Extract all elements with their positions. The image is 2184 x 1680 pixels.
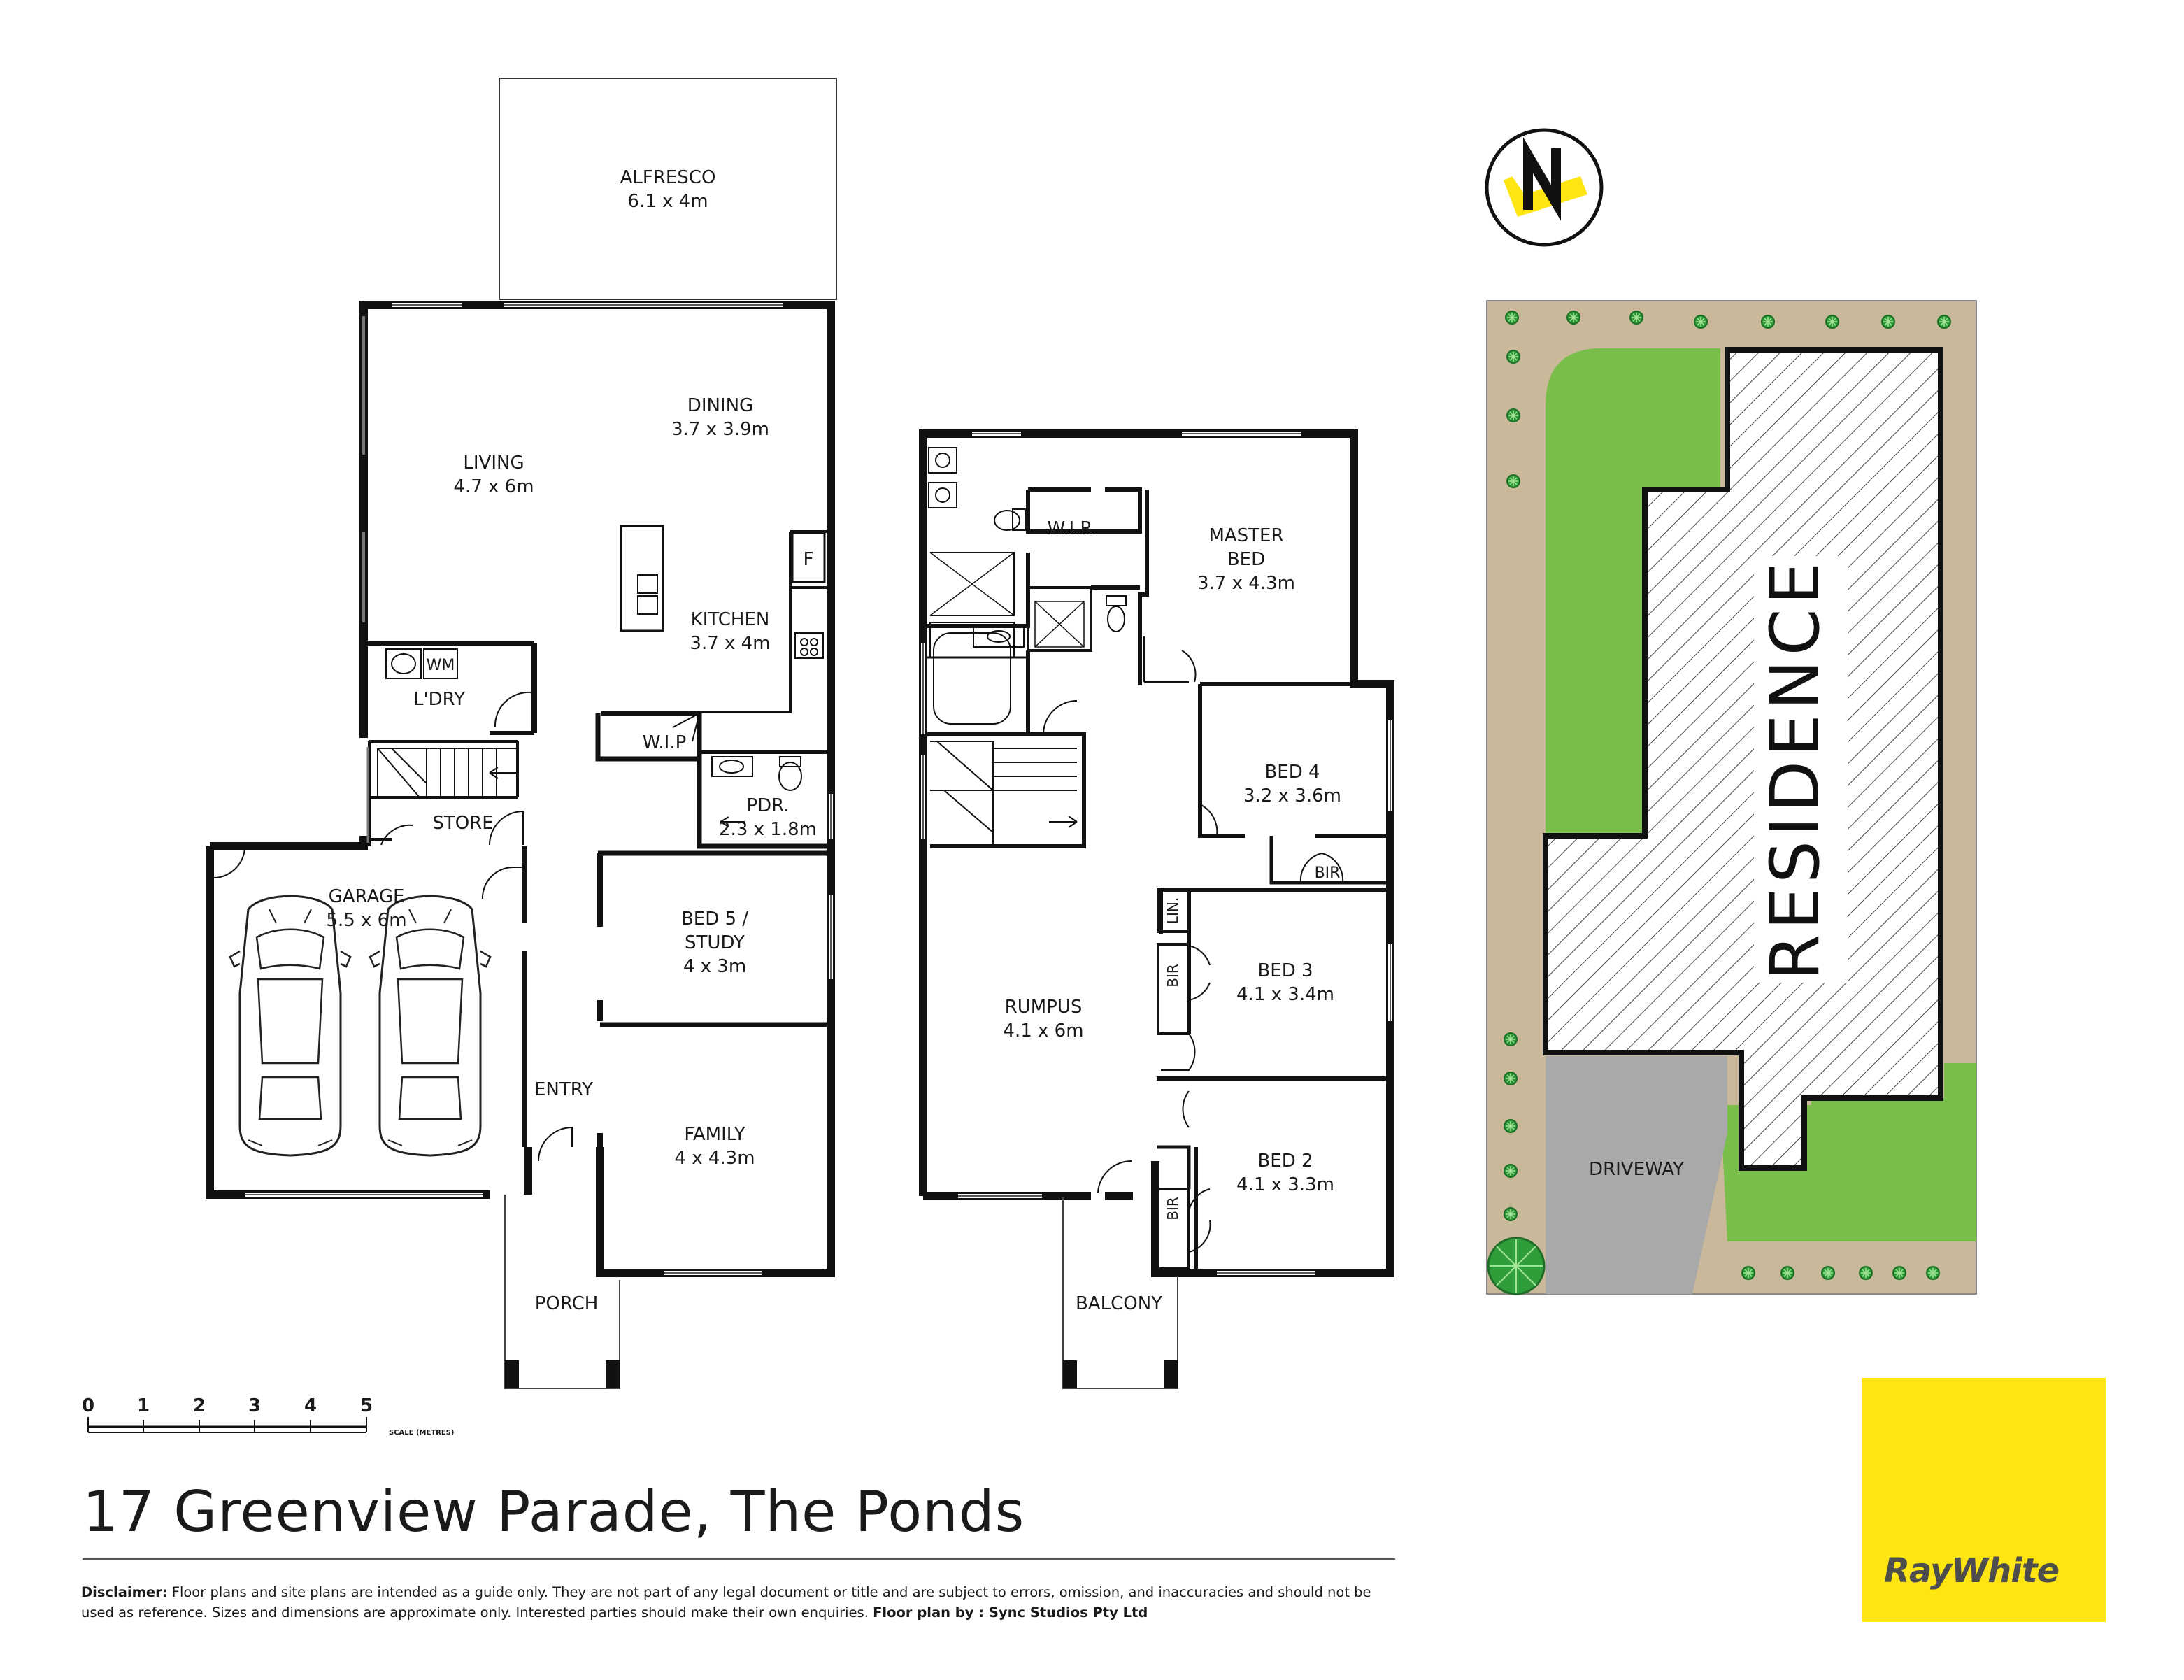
washing-machine-label: WM (427, 657, 455, 674)
bed4-size: 3.2 x 3.6m (1243, 785, 1341, 806)
porch-label: PORCH (535, 1293, 599, 1314)
first-floor-plan (919, 429, 1394, 1389)
bed3-label: BED 3 (1257, 960, 1313, 981)
kitchen-label: KITCHEN (691, 609, 770, 630)
scale-tick-2: 2 (193, 1395, 206, 1416)
kitchen-island (620, 525, 664, 632)
rumpus-size: 4.1 x 6m (1003, 1020, 1083, 1041)
wir-label: W.I.R (1048, 518, 1093, 539)
powder-label: PDR. (746, 795, 789, 816)
ground-floor-labels: ALFRESCO 6.1 x 4m DINING 3.7 x 3.9m LIVI… (326, 167, 817, 1314)
large-tree (1487, 1237, 1546, 1295)
rumpus-label: RUMPUS (1005, 997, 1083, 1018)
garage-size: 5.5 x 6m (326, 910, 406, 931)
scale-tick-0: 0 (82, 1395, 94, 1416)
raywhite-logo: RayWhite (1862, 1378, 2106, 1622)
family-label: FAMILY (684, 1124, 745, 1145)
bed3-robe-label: BIR (1164, 964, 1181, 988)
ground-floor-plan (206, 78, 837, 1389)
bed4-robe-label: BIR (1315, 864, 1341, 882)
scale-tick-1: 1 (137, 1395, 150, 1416)
bed5-size: 4 x 3m (683, 956, 746, 977)
bed4-label: BED 4 (1264, 762, 1320, 783)
kitchen-size: 3.7 x 4m (690, 633, 770, 654)
disclaimer-label: Disclaimer: (81, 1584, 168, 1600)
laundry-label: L'DRY (413, 689, 465, 710)
living-size: 4.7 x 6m (453, 476, 534, 497)
master-bed-label: BED (1227, 549, 1265, 570)
entry-label: ENTRY (534, 1079, 593, 1100)
bed2-size: 4.1 x 3.3m (1236, 1174, 1334, 1195)
alfresco-label: ALFRESCO (620, 167, 716, 188)
master-size: 3.7 x 4.3m (1197, 573, 1295, 594)
alfresco-outline (499, 78, 837, 300)
scale-tick-4: 4 (304, 1395, 317, 1416)
master-label: MASTER (1208, 525, 1283, 546)
divider (83, 1558, 1395, 1560)
scale-tick-5: 5 (360, 1395, 373, 1416)
driveway-label: DRIVEWAY (1589, 1159, 1684, 1180)
residence-label: RESIDENCE (1756, 558, 1834, 981)
alfresco-size: 6.1 x 4m (627, 191, 708, 212)
property-address: 17 Greenview Parade, The Ponds (83, 1479, 1025, 1544)
bed3-size: 4.1 x 3.4m (1236, 984, 1334, 1005)
dining-size: 3.7 x 3.9m (671, 419, 769, 440)
disclaimer-text: Disclaimer: Floor plans and site plans a… (81, 1582, 1403, 1623)
scale-unit: SCALE (METRES) (389, 1429, 454, 1437)
floor-plan-credit: Floor plan by : Sync Studios Pty Ltd (873, 1604, 1148, 1621)
north-compass: N (1485, 128, 1604, 247)
family-size: 4 x 4.3m (674, 1148, 755, 1169)
balcony-label: BALCONY (1076, 1293, 1162, 1314)
linen-label: LIN. (1164, 897, 1181, 924)
first-floor-labels: W.I.R MASTER BED 3.7 x 4.3m BED 4 3.2 x … (1003, 518, 1341, 1314)
scale-bar: 0 1 2 3 4 5 SCALE (METRES) (82, 1395, 455, 1437)
fridge-label: F (804, 549, 814, 570)
site-plan: RESIDENCE DRIVEWAY (1486, 300, 1977, 1295)
store-label: STORE (432, 813, 493, 834)
scale-tick-3: 3 (248, 1395, 261, 1416)
garage-label: GARAGE (329, 886, 405, 907)
brand-name: RayWhite (1884, 1551, 2060, 1590)
disclaimer-body: Floor plans and site plans are intended … (81, 1584, 1371, 1621)
living-label: LIVING (463, 453, 524, 474)
bed2-label: BED 2 (1257, 1151, 1313, 1172)
bed2-robe-label: BIR (1164, 1197, 1181, 1220)
wip-label: W.I.P (643, 732, 687, 753)
powder-size: 2.3 x 1.8m (719, 819, 817, 840)
bed5-label: BED 5 / (681, 909, 748, 930)
dining-label: DINING (687, 395, 753, 416)
study-label: STUDY (685, 932, 745, 953)
